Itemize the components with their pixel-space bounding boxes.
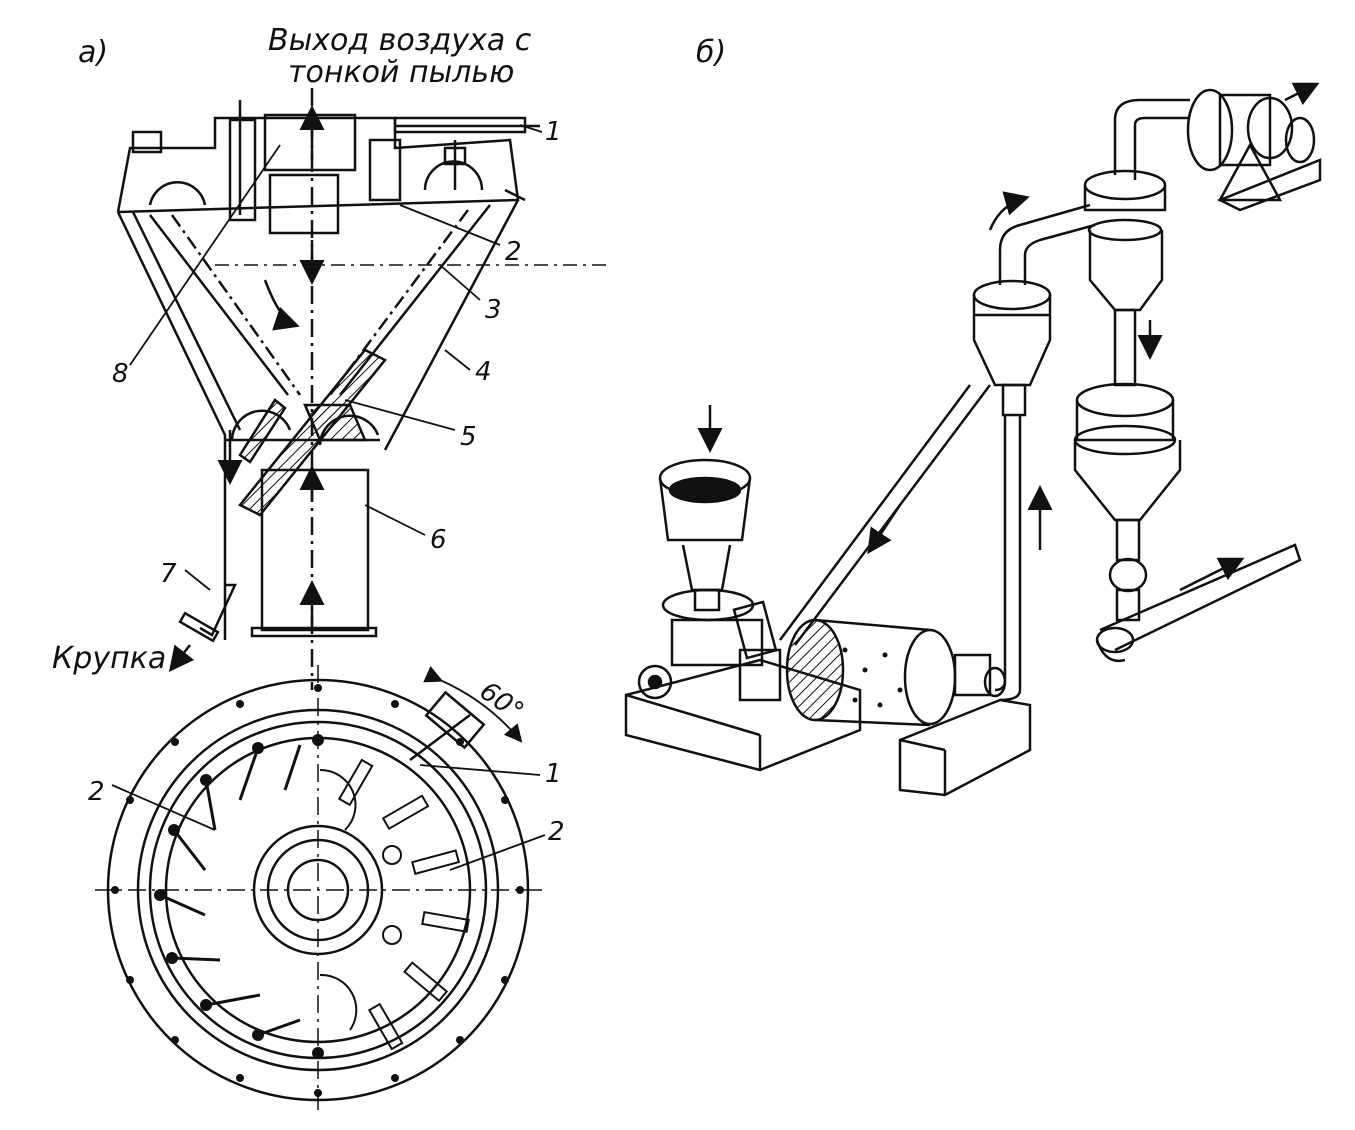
callout-2: 2 — [505, 237, 522, 267]
panel-a-label: а) — [78, 35, 108, 70]
angle-label: 60° — [474, 676, 529, 727]
mill-base — [624, 658, 1032, 797]
grit-outlet-label: Крупка — [52, 641, 166, 676]
screw-conveyor — [1095, 543, 1302, 663]
riser-pipe — [994, 415, 1053, 702]
callout-3: 3 — [485, 295, 502, 325]
plan-callout-2-left: 2 — [88, 777, 105, 807]
inlet-pipe — [225, 438, 380, 638]
cyclone — [1083, 98, 1190, 387]
separator-lid — [116, 100, 540, 235]
callout-numbers-top: 1 2 3 4 5 6 7 8 — [112, 117, 562, 589]
separator-plan-view — [95, 665, 546, 1110]
air-outlet-label-line2: тонкой пылью — [288, 55, 514, 90]
air-separator — [972, 191, 1096, 417]
flange-bolt-holes — [111, 684, 524, 1097]
callout-7: 7 — [160, 559, 177, 589]
return-flow-arrow — [263, 279, 300, 331]
distribution-plate — [230, 348, 387, 517]
rotor-blade-pins — [154, 734, 324, 1059]
angle-arc — [423, 665, 523, 743]
exhaust-fan — [1186, 82, 1322, 212]
plan-callout-1-right: 1 — [545, 759, 562, 789]
guide-vanes — [319, 758, 470, 1051]
mill-installation-view: б) — [624, 35, 1322, 797]
drive-bracket — [424, 690, 486, 750]
grit-outlet-pipe — [168, 583, 237, 672]
callout-4: 4 — [475, 357, 492, 387]
callout-6: 6 — [430, 525, 447, 555]
callout-leaders-plan — [111, 764, 546, 871]
callout-leaders-top — [129, 124, 543, 591]
ball-mill-drum — [785, 618, 1007, 727]
rotor-blades — [159, 744, 302, 1037]
panel-b-label: б) — [696, 35, 726, 70]
air-outlet-label-line1: Выход воздуха с — [268, 23, 532, 58]
grit-return-pipe — [778, 384, 991, 646]
callout-8: 8 — [112, 359, 129, 389]
separator-section-view: а) Выход воздуха с тонкой пылью — [52, 23, 610, 690]
dust-collector — [1073, 382, 1182, 622]
callout-5: 5 — [460, 422, 477, 452]
outer-cone — [116, 199, 520, 640]
plan-callout-2-right: 2 — [548, 817, 565, 847]
feed-hopper — [658, 405, 755, 622]
callout-1: 1 — [545, 117, 562, 147]
